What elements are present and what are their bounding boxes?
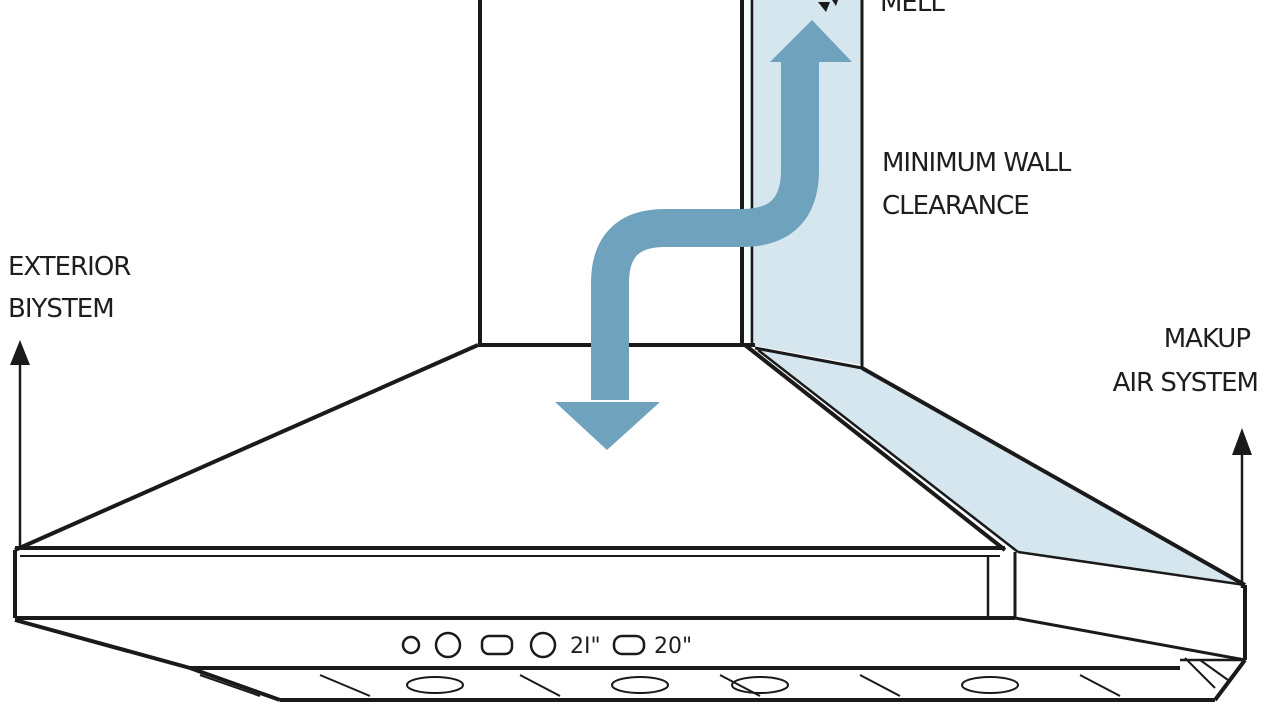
control-size-a: 2I" xyxy=(570,634,601,659)
control-button-2[interactable] xyxy=(612,634,646,656)
label-exterior-line1: EXTERIOR xyxy=(8,252,131,282)
control-knob-3[interactable] xyxy=(529,631,557,659)
control-button-1[interactable] xyxy=(480,634,514,656)
hood-front-band xyxy=(13,550,1247,662)
label-top-right: MELL xyxy=(880,0,945,18)
hood-canopy xyxy=(14,343,1246,587)
label-exterior-line2: BIYSTEM xyxy=(8,294,115,324)
filter-vents xyxy=(199,674,1121,697)
top-wall-marks xyxy=(818,0,838,12)
control-panel xyxy=(401,631,646,659)
airflow-arrowhead-up xyxy=(770,20,852,62)
control-knob-2[interactable] xyxy=(434,631,462,659)
hood-right-side-tint xyxy=(755,348,1245,585)
label-wall-clearance-line2: CLEARANCE xyxy=(882,191,1030,221)
airflow-arrowhead-down xyxy=(555,402,660,450)
makeup-air-arrow xyxy=(1232,428,1252,588)
exterior-system-arrow xyxy=(10,340,30,548)
airflow-arrow xyxy=(555,20,852,450)
label-makeup-line1: MAKUP xyxy=(1163,324,1251,354)
label-wall-clearance-line1: MINIMUM WALL xyxy=(882,148,1071,178)
control-size-b: 20" xyxy=(654,634,692,659)
hood-lower-body xyxy=(14,618,1247,702)
label-makeup-line2: AIR SYSTEM xyxy=(1112,368,1259,398)
chimney xyxy=(478,0,864,368)
control-knob-1[interactable] xyxy=(401,635,421,655)
